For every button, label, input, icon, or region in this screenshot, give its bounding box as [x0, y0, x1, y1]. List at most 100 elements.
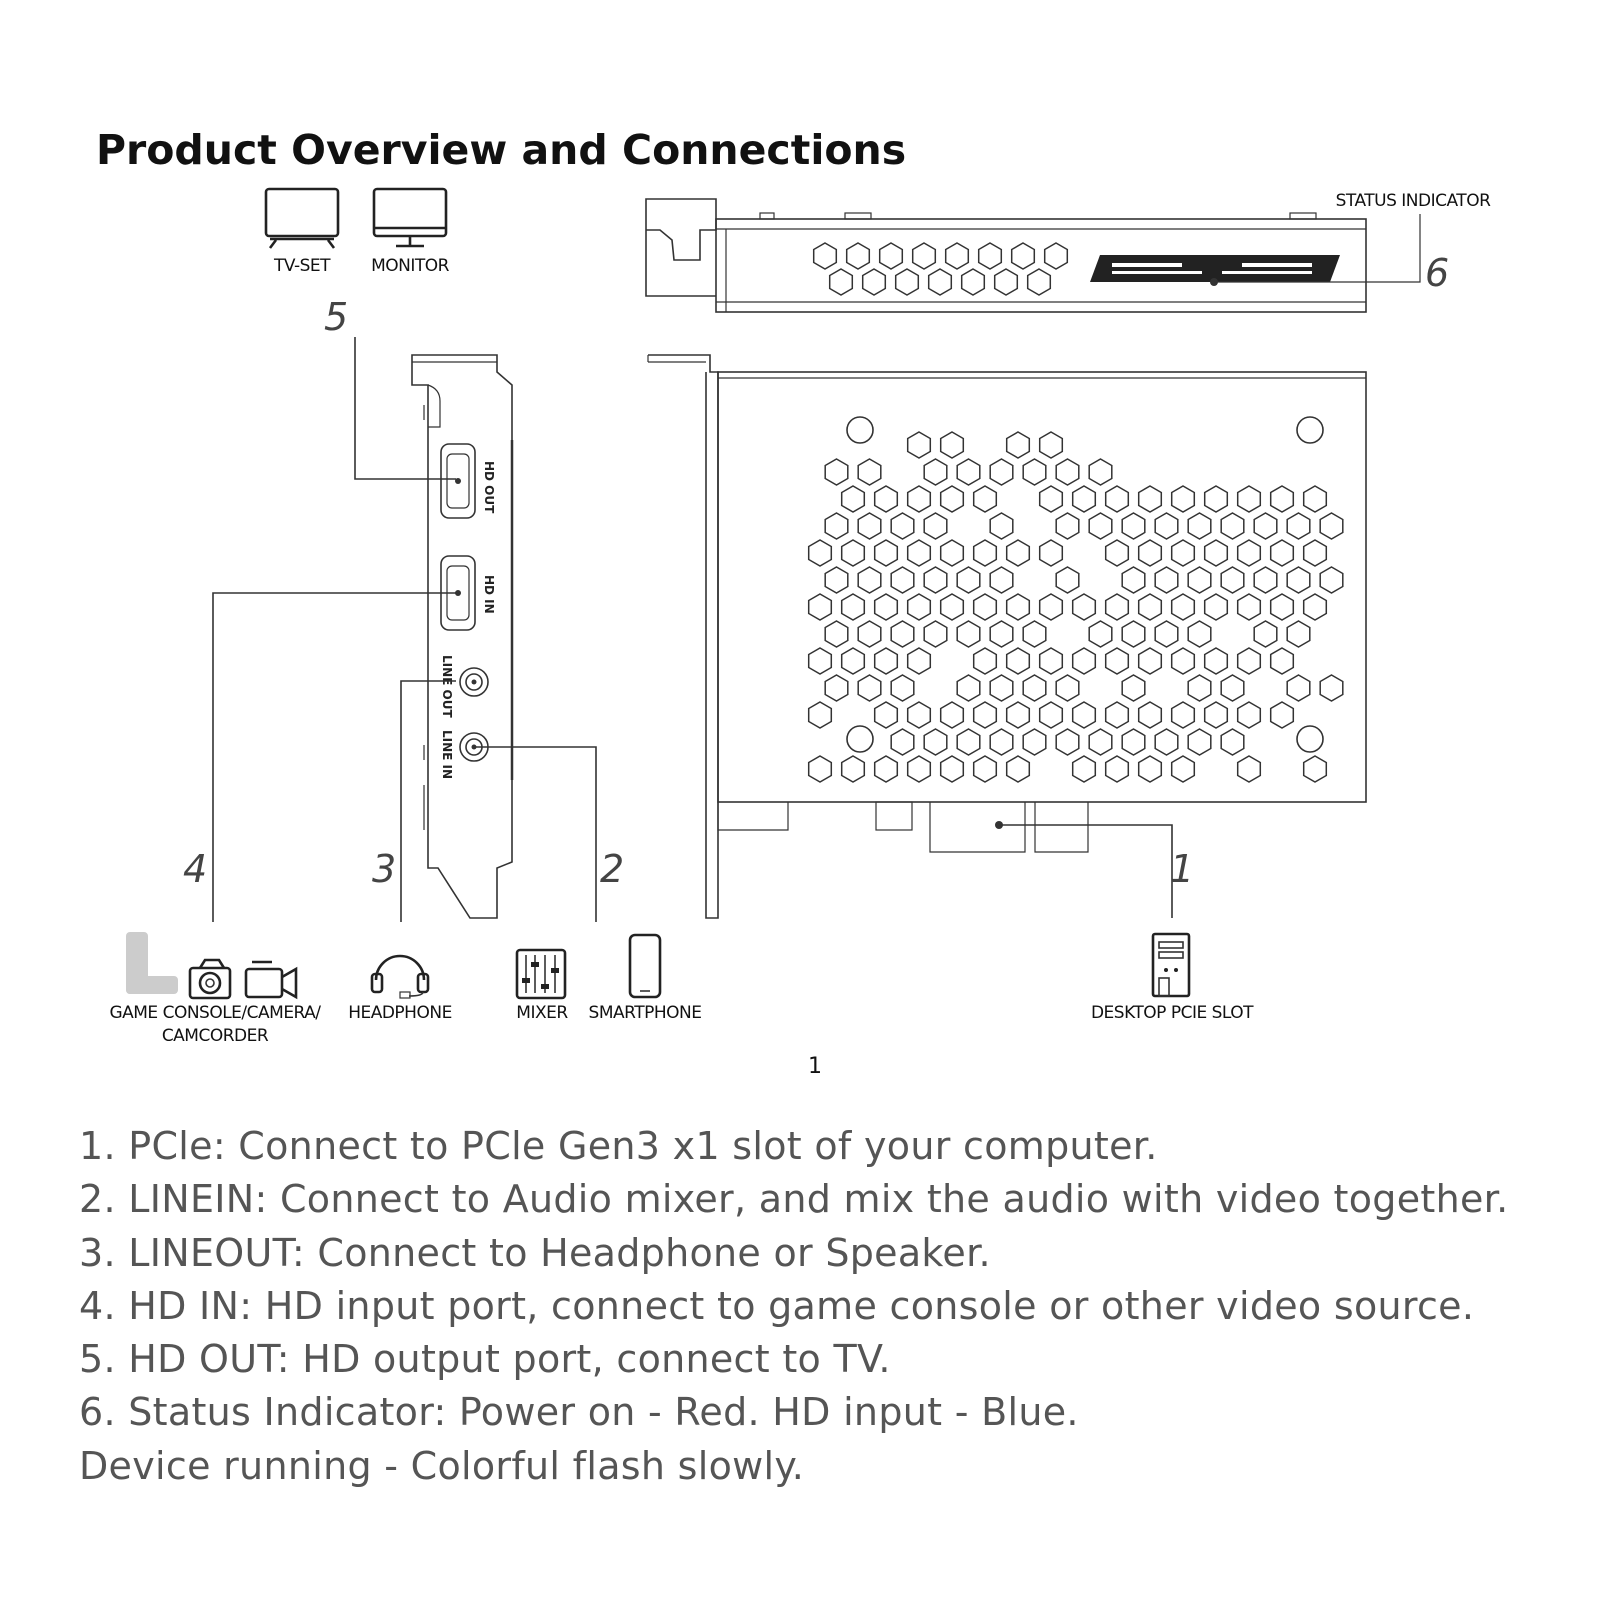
vent-hole	[1302, 593, 1328, 621]
vent-hole	[1253, 512, 1278, 540]
callout-2: 2	[600, 847, 624, 891]
vent-hole	[1026, 268, 1052, 296]
headphone-icon	[370, 954, 430, 999]
monitor-label: MONITOR	[371, 256, 450, 276]
vent-hole	[1055, 674, 1080, 702]
vent-hole	[923, 512, 948, 540]
vent-hole	[972, 647, 998, 675]
vent-hole	[1104, 755, 1130, 783]
vent-hole	[1154, 566, 1179, 594]
tv-set-icon	[264, 187, 340, 249]
vent-hole	[824, 458, 849, 486]
vent-hole	[1203, 485, 1229, 513]
note-item: 5. HD OUT: HD output port, connect to TV…	[79, 1337, 891, 1382]
vent-hole	[1038, 485, 1064, 513]
vent-hole	[890, 620, 915, 648]
note-item: 2. LINEIN: Connect to Audio mixer, and m…	[79, 1177, 1509, 1222]
vent-hole	[1203, 701, 1229, 729]
vent-hole	[1005, 701, 1031, 729]
status-indicator-label: STATUS INDICATOR	[1336, 191, 1491, 211]
vent-hole	[878, 242, 904, 270]
vent-hole	[1038, 647, 1064, 675]
vent-hole	[939, 539, 965, 567]
vent-hole	[1187, 512, 1212, 540]
vent-hole	[1187, 566, 1212, 594]
camcorder-icon	[244, 960, 298, 1000]
hd-in-port-label: HD IN	[482, 575, 496, 614]
vent-hole	[1104, 485, 1130, 513]
vent-hole	[890, 512, 915, 540]
vent-hole	[873, 539, 899, 567]
vent-hole	[1071, 647, 1097, 675]
vent-hole	[1055, 728, 1080, 756]
vent-hole	[989, 566, 1014, 594]
vent-hole	[824, 512, 849, 540]
vent-hole	[1203, 647, 1229, 675]
vent-hole	[939, 431, 965, 459]
note-item: 6. Status Indicator: Power on - Red. HD …	[79, 1390, 1079, 1435]
vent-hole	[939, 593, 965, 621]
vent-hole	[939, 701, 965, 729]
vent-hole	[1104, 647, 1130, 675]
vent-hole	[977, 242, 1003, 270]
vent-hole	[1137, 647, 1163, 675]
vent-hole	[807, 593, 833, 621]
vent-hole	[972, 755, 998, 783]
vent-hole	[845, 242, 871, 270]
game-console-label: GAME CONSOLE/CAMERA/	[109, 1003, 321, 1023]
callout-5-line	[354, 337, 456, 480]
vent-hole	[1220, 728, 1245, 756]
vent-hole	[1170, 539, 1196, 567]
note-item: Device running - Colorful flash slowly.	[79, 1443, 805, 1488]
note-item: 1. PCle: Connect to PCle Gen3 x1 slot of…	[79, 1124, 1158, 1168]
callout-4-line	[212, 592, 456, 922]
vent-hole	[1137, 701, 1163, 729]
vent-hole	[1170, 485, 1196, 513]
vent-hole	[906, 755, 932, 783]
vent-hole	[840, 593, 866, 621]
page-title: Product Overview and Connections	[96, 126, 906, 174]
vent-hole	[1154, 512, 1179, 540]
vent-hole	[1187, 620, 1212, 648]
vent-hole	[857, 512, 882, 540]
vent-hole	[923, 458, 948, 486]
vent-hole	[1319, 512, 1344, 540]
vent-hole	[906, 593, 932, 621]
vent-hole	[1319, 674, 1344, 702]
vent-hole	[824, 620, 849, 648]
vent-hole	[828, 268, 854, 296]
vent-hole	[861, 268, 887, 296]
vent-hole	[1269, 647, 1295, 675]
vent-hole	[960, 268, 986, 296]
vent-hole	[972, 539, 998, 567]
vent-hole	[906, 647, 932, 675]
vent-hole	[972, 593, 998, 621]
callout-6: 6	[1425, 251, 1449, 295]
vent-hole	[939, 755, 965, 783]
vent-hole	[923, 620, 948, 648]
vent-hole	[1302, 539, 1328, 567]
vent-hole	[1236, 701, 1262, 729]
vent-hole	[906, 485, 932, 513]
vent-hole	[1071, 593, 1097, 621]
vent-hole	[1236, 485, 1262, 513]
io-bracket	[411, 354, 514, 919]
vent-hole	[923, 566, 948, 594]
vent-hole	[993, 268, 1019, 296]
vent-hole	[1038, 431, 1064, 459]
vent-hole	[1187, 728, 1212, 756]
vent-hole	[1022, 674, 1047, 702]
vent-hole	[857, 674, 882, 702]
vent-hole	[1022, 728, 1047, 756]
vent-hole	[894, 268, 920, 296]
vent-hole	[1319, 566, 1344, 594]
vent-hole	[1269, 539, 1295, 567]
vent-hole	[956, 674, 981, 702]
camera-icon	[188, 958, 232, 1000]
vent-hole	[873, 755, 899, 783]
tv-set-label: TV-SET	[273, 256, 331, 276]
vent-hole	[1220, 566, 1245, 594]
vent-hole	[1005, 431, 1031, 459]
vent-hole	[807, 701, 833, 729]
vent-hole	[972, 701, 998, 729]
